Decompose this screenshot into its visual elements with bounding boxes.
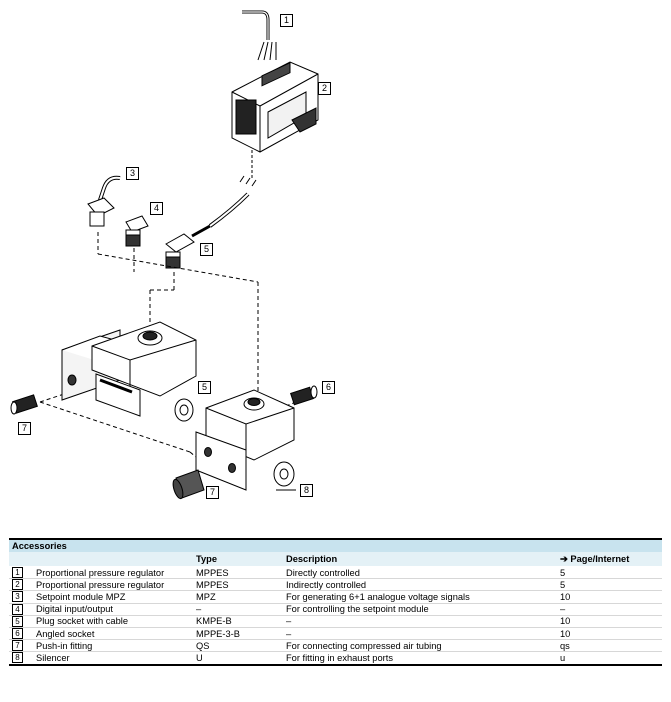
- row-page: u: [557, 651, 662, 666]
- row-number-badge: 3: [12, 591, 23, 603]
- callout-4: 1: [280, 14, 293, 27]
- row-number: 2: [9, 578, 33, 592]
- row-number-badge: 1: [12, 567, 23, 579]
- row-number: 7: [9, 639, 33, 653]
- row-description: –: [283, 615, 557, 628]
- table-title: Accessories: [9, 538, 662, 552]
- row-page: 5: [557, 578, 662, 592]
- row-number-badge: 7: [12, 640, 23, 652]
- row-number-badge: 6: [12, 628, 23, 640]
- table-header-row: Type Description ➔ Page/Internet: [9, 552, 662, 567]
- accessories-table-wrap: Accessories Type Description ➔ Page/Inte…: [9, 538, 662, 666]
- callout-3: 2: [318, 82, 331, 95]
- row-number-badge: 8: [12, 652, 23, 664]
- row-type: MPPES: [193, 566, 283, 580]
- row-type: –: [193, 603, 283, 616]
- row-name: Proportional pressure regulator: [33, 578, 193, 592]
- row-type: MPPES: [193, 578, 283, 592]
- row-page: 10: [557, 615, 662, 628]
- col-page: ➔ Page/Internet: [557, 552, 662, 567]
- row-name: Plug socket with cable: [33, 615, 193, 628]
- row-description: For connecting compressed air tubing: [283, 639, 557, 653]
- row-description: For generating 6+1 analogue voltage sign…: [283, 590, 557, 604]
- row-page: 10: [557, 590, 662, 604]
- row-name: Push-in fitting: [33, 639, 193, 653]
- col-description: Description: [283, 552, 557, 567]
- row-description: For fitting in exhaust ports: [283, 651, 557, 666]
- row-number: 1: [9, 566, 33, 580]
- row-name: Setpoint module MPZ: [33, 590, 193, 604]
- row-number: 5: [9, 615, 33, 628]
- callout-1: 8: [300, 484, 313, 497]
- row-page: qs: [557, 639, 662, 653]
- row-type: MPZ: [193, 590, 283, 604]
- row-name: Proportional pressure regulator: [33, 566, 193, 580]
- row-page: 5: [557, 566, 662, 580]
- callout-7-left: 7: [18, 422, 31, 435]
- row-name: Angled socket: [33, 627, 193, 641]
- col-type: Type: [193, 552, 283, 567]
- callout-5-left: 3: [126, 167, 139, 180]
- row-name: Silencer: [33, 651, 193, 666]
- row-description: Indirectly controlled: [283, 578, 557, 592]
- row-description: For controlling the setpoint module: [283, 603, 557, 616]
- row-type: U: [193, 651, 283, 666]
- assembly-drawing: [10, 10, 319, 500]
- row-number: 8: [9, 651, 33, 666]
- row-type: QS: [193, 639, 283, 653]
- row-type: MPPE-3-B: [193, 627, 283, 641]
- row-page: 10: [557, 627, 662, 641]
- row-number-badge: 4: [12, 603, 23, 615]
- row-number-badge: 5: [12, 615, 23, 627]
- row-number: 4: [9, 603, 33, 616]
- accessories-table: Accessories Type Description ➔ Page/Inte…: [9, 538, 662, 666]
- col-name: [33, 552, 193, 567]
- callout-6: 4: [150, 202, 163, 215]
- callout-2: 5: [198, 381, 211, 394]
- callout-5-right: 5: [200, 243, 213, 256]
- row-description: Directly controlled: [283, 566, 557, 580]
- row-number: 6: [9, 627, 33, 641]
- arrow-right-icon: ➔: [560, 553, 568, 564]
- row-description: –: [283, 627, 557, 641]
- callout-7-right: 6: [322, 381, 335, 394]
- accessories-diagram: 1 2 3 4 5 5 6 7 7 8: [10, 10, 335, 500]
- row-name: Digital input/output: [33, 603, 193, 616]
- row-page: –: [557, 603, 662, 616]
- row-number: 3: [9, 590, 33, 604]
- callout-8: 7: [206, 486, 219, 499]
- row-number-badge: 2: [12, 579, 23, 591]
- row-type: KMPE-B: [193, 615, 283, 628]
- col-num: [9, 552, 33, 567]
